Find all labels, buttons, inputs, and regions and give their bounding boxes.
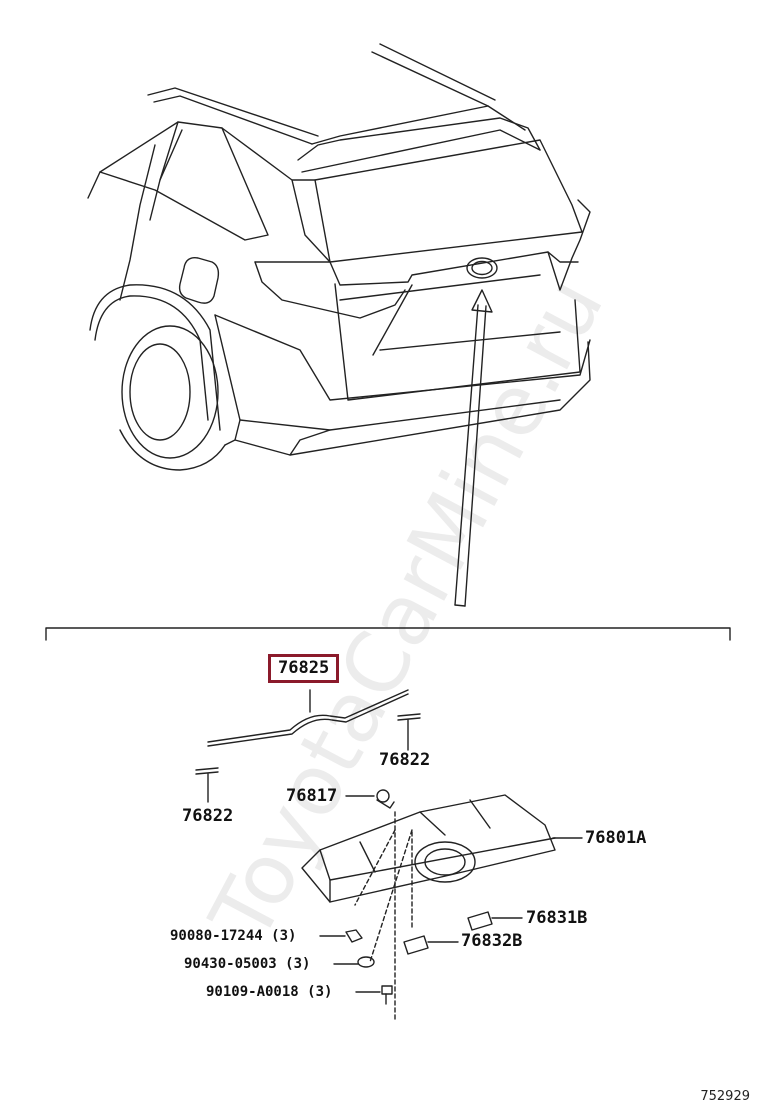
part-label-90080[interactable]: 90080-17244 (3) [170, 928, 297, 944]
part-90080-nut [319, 929, 363, 943]
detail-bracket [45, 627, 731, 641]
part-label-90430[interactable]: 90430-05003 (3) [184, 956, 311, 972]
part-90109-bolt [355, 985, 393, 1005]
part-76817-clip [345, 789, 395, 809]
part-76825-strip [207, 689, 409, 747]
part-76831b-pad [467, 911, 523, 931]
part-76801a-garnish [301, 794, 583, 1021]
part-label-76832b[interactable]: 76832B [461, 931, 523, 951]
part-label-76822-right[interactable]: 76822 [379, 750, 431, 770]
part-76832b-pad [403, 935, 459, 955]
part-label-76801a[interactable]: 76801A [585, 828, 647, 848]
part-label-76822-left[interactable]: 76822 [182, 806, 234, 826]
part-label-76831b[interactable]: 76831B [526, 908, 588, 928]
part-76822-left [195, 767, 219, 803]
part-76822-right [397, 713, 421, 751]
part-label-90109[interactable]: 90109-A0018 (3) [206, 984, 333, 1000]
part-label-76817[interactable]: 76817 [286, 786, 338, 806]
part-label-76825[interactable]: 76825 [268, 654, 340, 683]
vehicle-illustration [87, 43, 591, 607]
part-90430-washer [333, 956, 375, 968]
diagram-id: 752929 [700, 1089, 750, 1104]
